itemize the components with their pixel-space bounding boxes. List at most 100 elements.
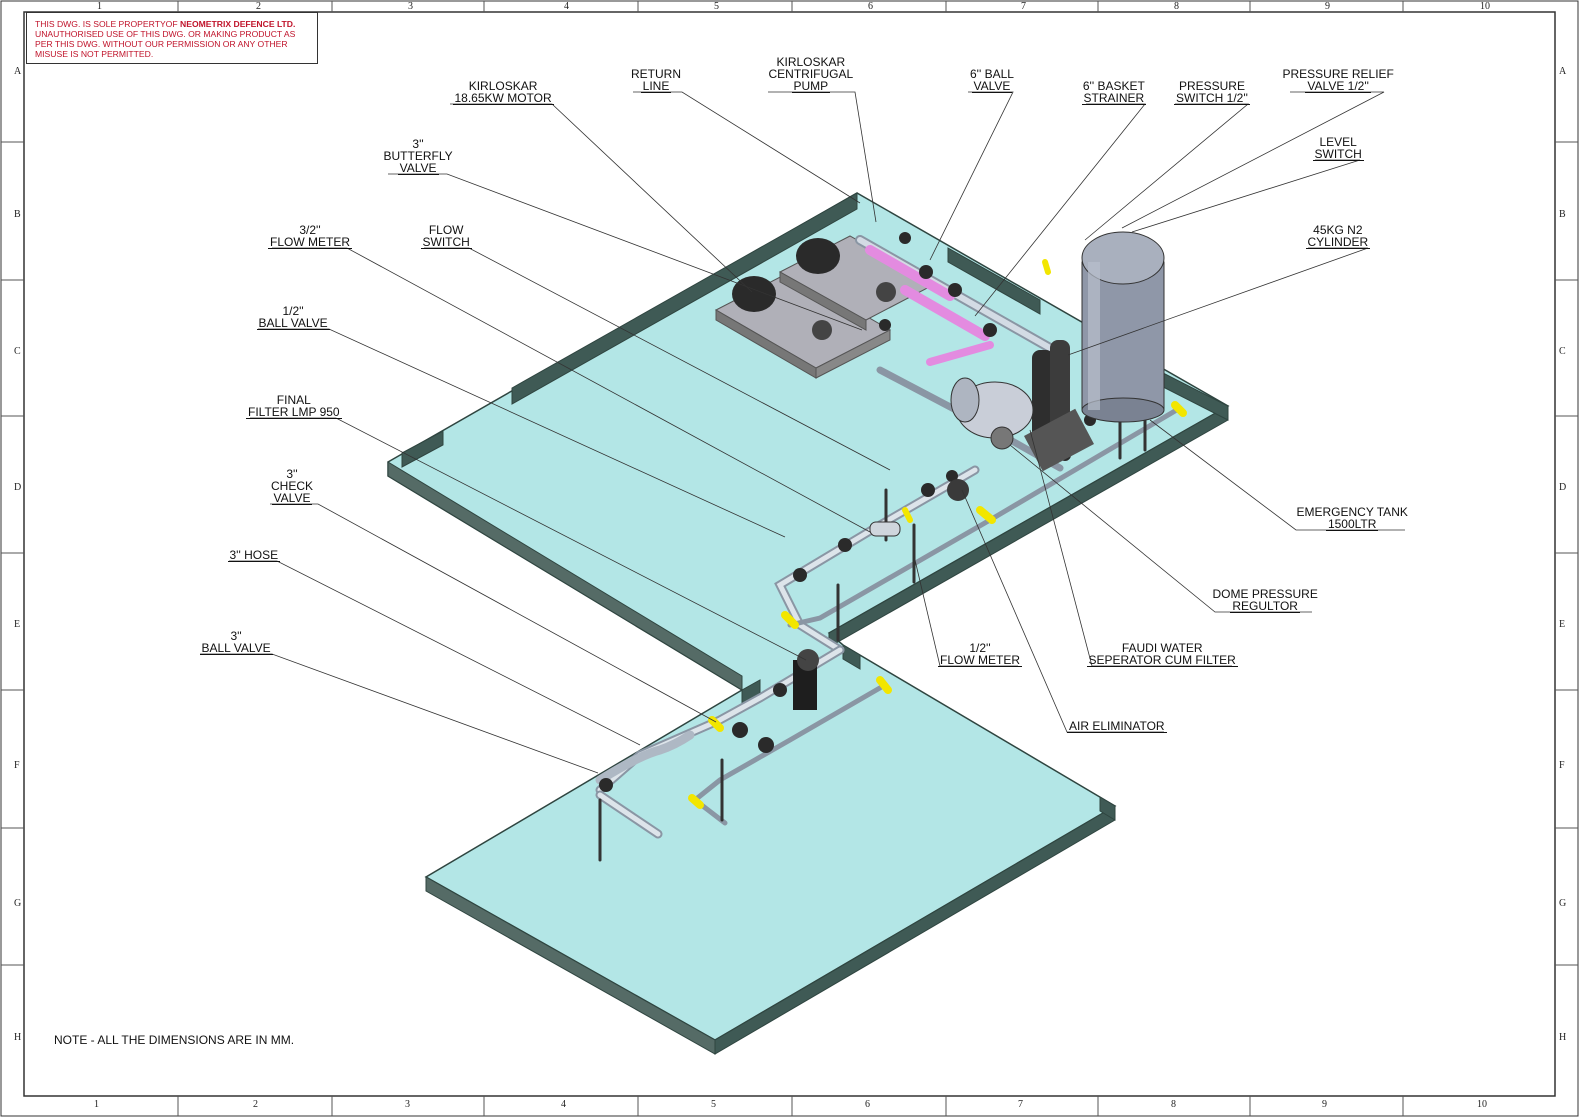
pump-skids	[714, 235, 937, 379]
dome-pressure-regulator	[990, 426, 1014, 450]
valve-check-3in	[732, 722, 748, 738]
callout-line: SWITCH	[1312, 147, 1364, 161]
callout-line: AIR ELIMINATOR	[1067, 719, 1167, 733]
inner-frame	[23, 11, 1556, 1097]
callout-line: LEVEL	[1319, 135, 1357, 149]
callout-line: VALVE	[397, 161, 439, 175]
leader-pressure-switch	[1084, 103, 1250, 241]
callout-line: 1/2''	[282, 304, 304, 318]
row-label-E-right: E	[1559, 619, 1566, 630]
leader-level-switch	[1131, 159, 1361, 233]
callout-line: 3''	[412, 137, 424, 151]
tanks	[950, 231, 1165, 472]
row-label-C-left: C	[14, 346, 21, 357]
emergency-tank-bottom	[1081, 397, 1165, 423]
valve-top-5	[983, 323, 997, 337]
row-label-E-left: E	[14, 619, 21, 630]
notice-prefix: THIS DWG. IS SOLE PROPERTYOF	[35, 19, 181, 29]
callout-line: 18.65KW MOTOR	[452, 91, 554, 105]
row-label-D-right: D	[1559, 482, 1567, 493]
callout-line: 1500LTR	[1325, 517, 1379, 531]
wall-back-right	[947, 247, 1041, 315]
callout-line: FINAL	[276, 393, 311, 407]
valve-lower-3	[773, 683, 787, 697]
fitting-yellow-1	[781, 611, 799, 629]
column-label-1-top: 1	[97, 1, 102, 12]
emergency-tank-top	[1081, 231, 1165, 285]
pipe-pink-1	[865, 245, 955, 301]
callout-line: PRESSURE	[1178, 79, 1245, 93]
column-label-4-top: 4	[564, 1, 569, 12]
column-label-9-top: 9	[1325, 1, 1330, 12]
flow-meter-body	[869, 521, 901, 537]
callout-line: FLOW METER	[268, 235, 352, 249]
callout-line: SWITCH	[420, 235, 472, 249]
callout-line: PUMP	[791, 79, 831, 93]
valve-mid-2	[838, 538, 852, 552]
valve-top-1	[899, 232, 911, 244]
callout-ball-valve-3: 3''BALL VALVE	[199, 630, 273, 655]
callout-line: 3''	[286, 467, 298, 481]
callout-air-eliminator: AIR ELIMINATOR	[1067, 720, 1167, 733]
callout-line: STRAINER	[1081, 91, 1147, 105]
dome-regulator-skid	[1024, 408, 1094, 472]
valve-top-2	[919, 265, 933, 279]
column-label-1-bottom: 1	[94, 1099, 99, 1110]
row-label-A-right: A	[1559, 66, 1567, 77]
callout-line: VALVE	[971, 79, 1013, 93]
row-label-H-right: H	[1559, 1032, 1567, 1043]
callout-line: FLOW	[428, 223, 464, 237]
callout-line: LINE	[640, 79, 672, 93]
leader-ball-valve-3	[200, 653, 599, 774]
column-label-7-bottom: 7	[1018, 1099, 1023, 1110]
fitting-yellow-2	[876, 676, 892, 694]
callout-line: KIRLOSKAR	[776, 55, 846, 69]
valve-mid-4	[946, 470, 958, 482]
skid-1-front	[815, 329, 891, 379]
callout-line: SEPERATOR CUM FILTER	[1086, 653, 1238, 667]
column-label-6-bottom: 6	[865, 1099, 870, 1110]
row-label-B-right: B	[1559, 209, 1566, 220]
notice-body: UNAUTHORISED USE OF THIS DWG. OR MAKING …	[35, 29, 296, 59]
callout-ball-valve-half: 1/2''BALL VALVE	[256, 304, 330, 330]
row-label-H-left: H	[14, 1032, 22, 1043]
row-label-G-right: G	[1559, 898, 1567, 909]
fitting-yellow-3	[688, 794, 704, 809]
pipe-supply-diagonal-light	[776, 467, 978, 653]
pump-1	[812, 320, 832, 340]
wall-back-left	[511, 192, 858, 405]
skid-2-side	[779, 271, 867, 331]
row-label-C-right: C	[1559, 346, 1566, 357]
callout-line: REGULTOR	[1230, 599, 1300, 613]
callout-line: EMERGENCY TANK	[1296, 505, 1408, 519]
callout-line: FILTER LMP 950	[246, 405, 342, 419]
final-filter-head	[797, 649, 819, 671]
pipe-pink-3	[926, 341, 994, 366]
callout-line: SWITCH 1/2''	[1174, 91, 1250, 105]
motor-2-body	[796, 238, 840, 274]
valve-mid-1	[793, 568, 807, 582]
pipe-pink-2	[900, 285, 990, 341]
row-label-F-left: F	[14, 760, 20, 771]
pump-2	[876, 282, 896, 302]
emergency-tank-highlight	[1088, 262, 1100, 410]
column-label-8-top: 8	[1174, 1, 1179, 12]
pipe-outlet-light	[597, 792, 661, 837]
column-label-9-bottom: 9	[1322, 1099, 1327, 1110]
callout-line: KIRLOSKAR	[468, 79, 538, 93]
leader-return-line	[633, 91, 861, 204]
callout-line: CYLINDER	[1305, 235, 1371, 249]
callout-line: VALVE	[271, 491, 313, 505]
row-label-A-left: A	[14, 66, 22, 77]
callout-line: PRESSURE RELIEF	[1282, 67, 1394, 81]
